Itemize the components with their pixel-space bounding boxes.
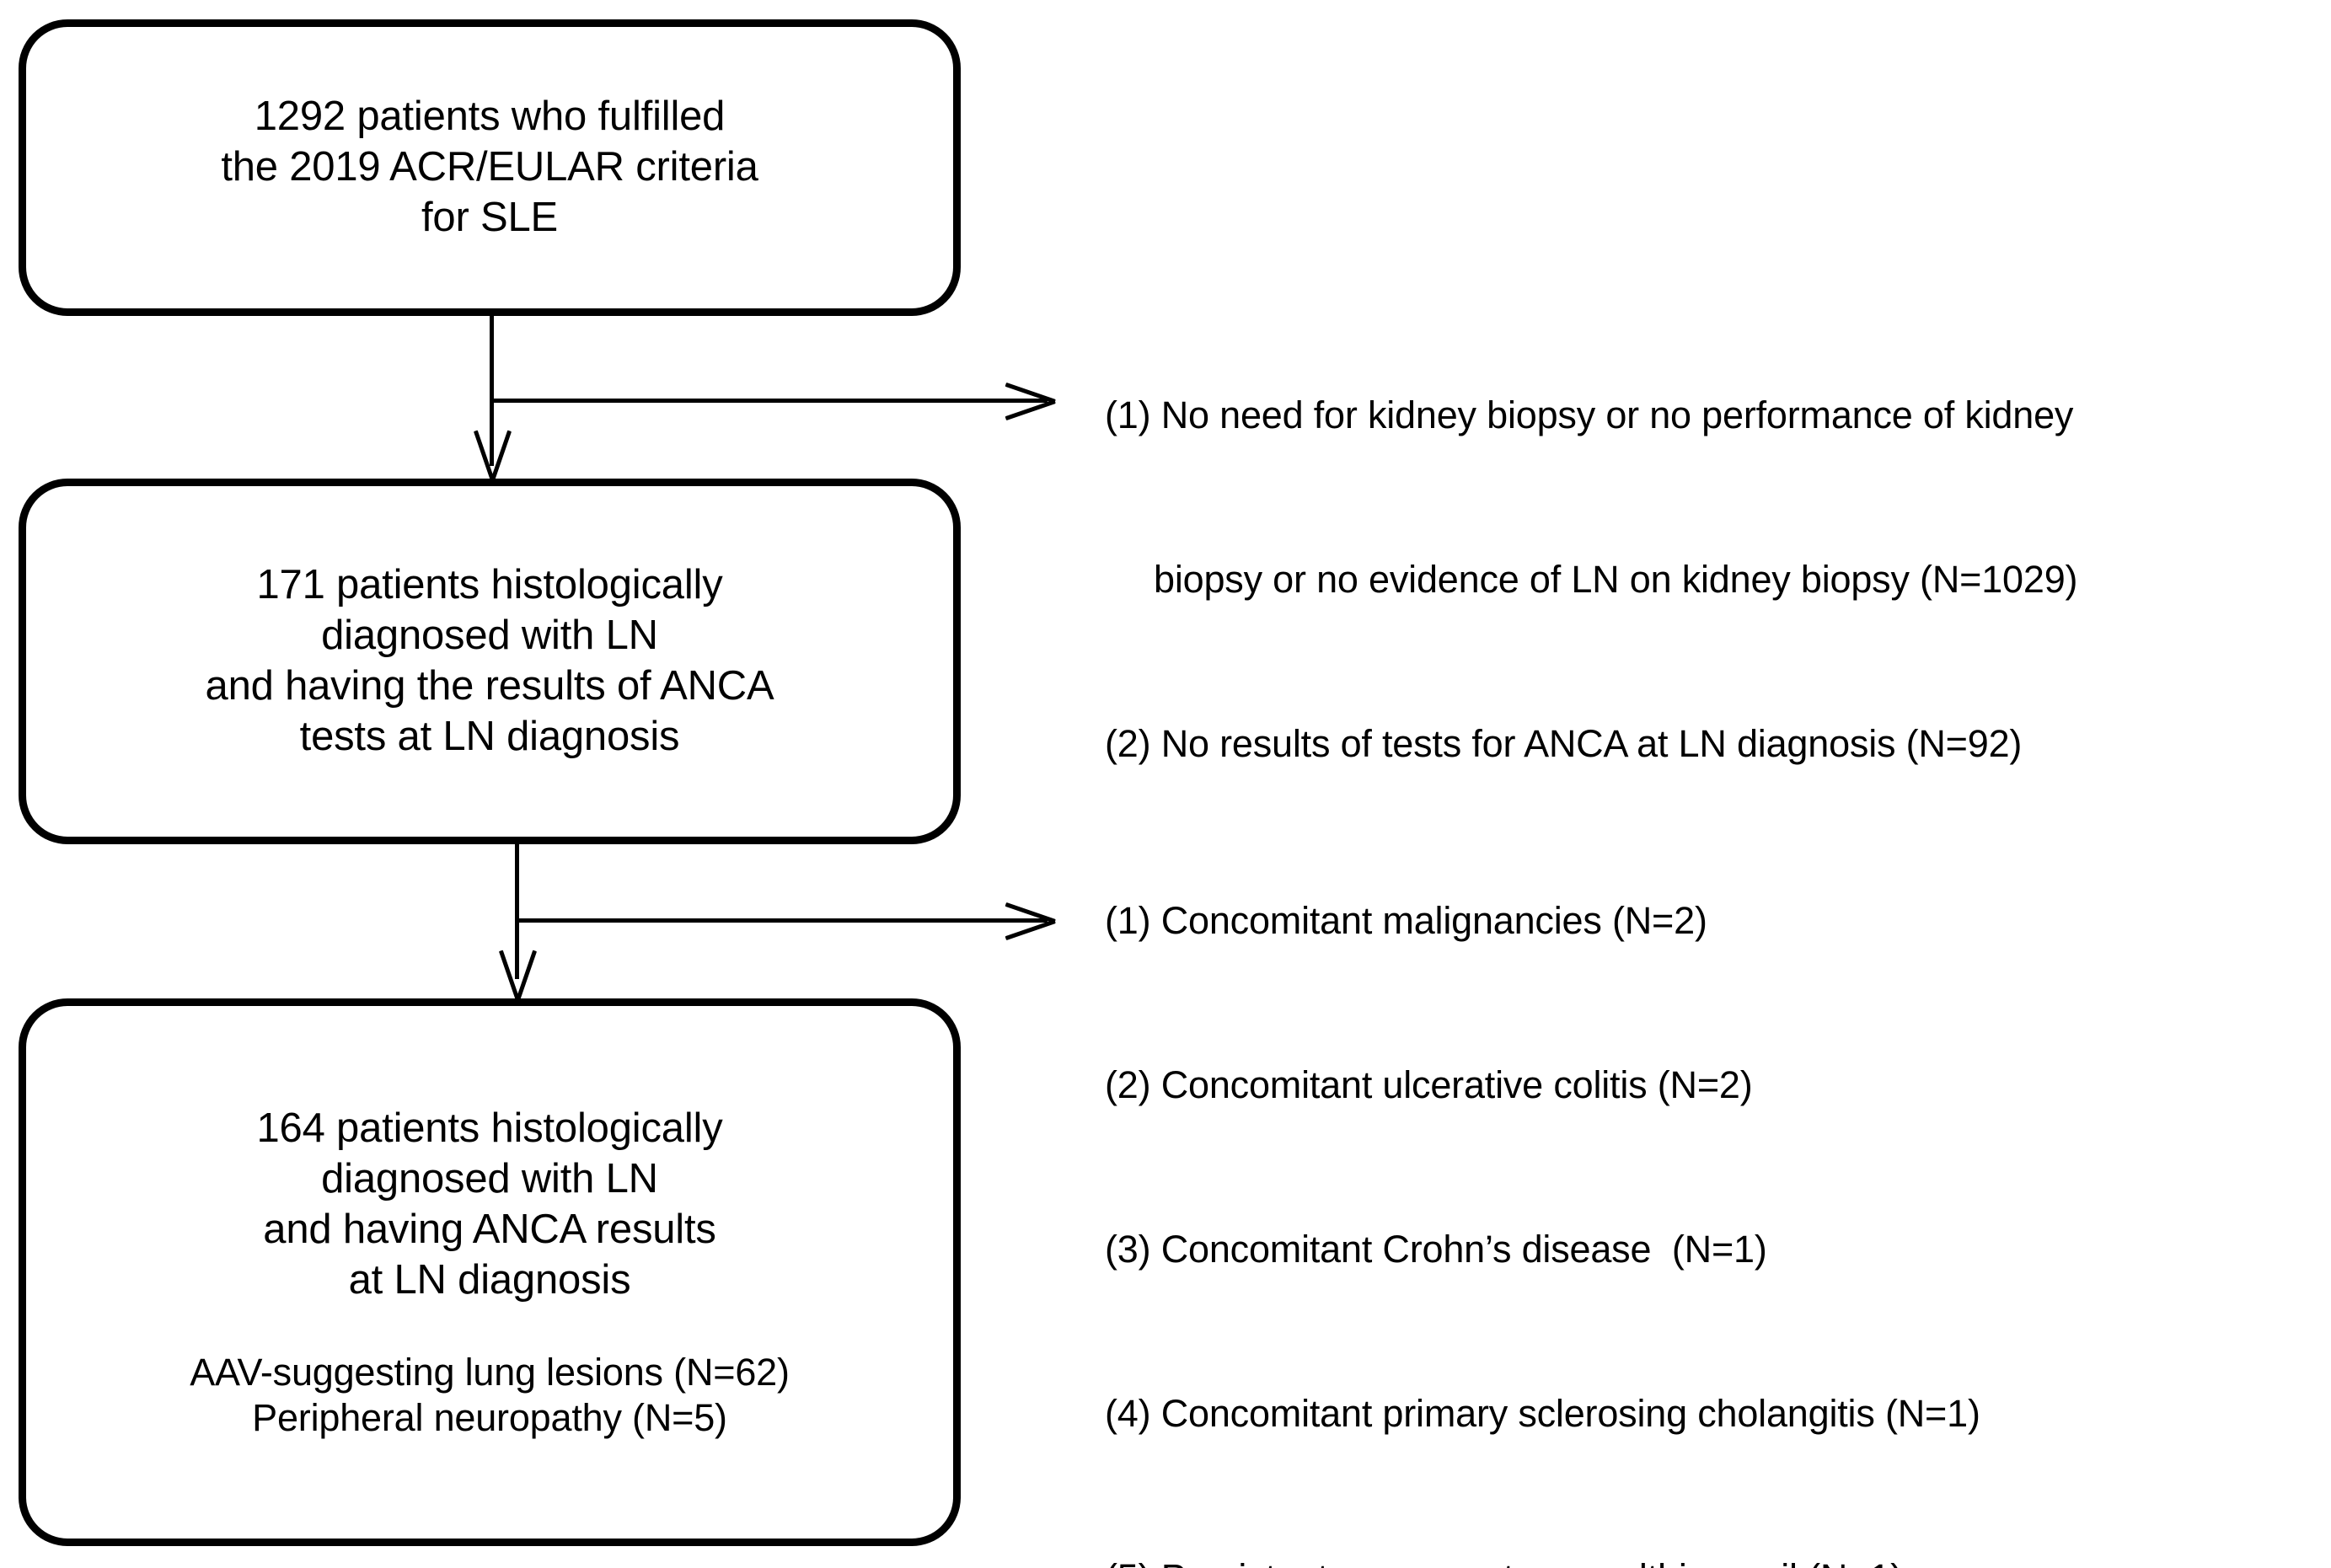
- cohort-box-ln-171: 171 patients histologically diagnosed wi…: [19, 479, 961, 844]
- box-text-line: 164 patients histologically: [256, 1105, 723, 1152]
- connector-horizontal-branch: [491, 399, 1048, 403]
- cohort-box-ln-164-text: 164 patients histologically diagnosed wi…: [256, 1104, 722, 1305]
- exclusion-item: (1) No need for kidney biopsy or no perf…: [1105, 393, 2074, 436]
- box-text-line: the 2019 ACR/EULAR criteria: [221, 144, 758, 190]
- exclusion-list-first: (1) No need for kidney biopsy or no perf…: [1105, 278, 2078, 880]
- box-text-line: and having the results of ANCA: [205, 663, 774, 709]
- box-text-line: diagnosed with LN: [321, 1156, 658, 1202]
- connector-horizontal-branch: [517, 918, 1048, 923]
- box-text-line: 1292 patients who fulfilled: [254, 94, 726, 140]
- exclusion-list-second: (1) Concomitant malignancies (N=2) (2) C…: [1105, 784, 1980, 1568]
- exclusion-item: (1) Concomitant malignancies (N=2): [1105, 899, 1707, 942]
- box-text-line: for SLE: [421, 194, 558, 240]
- connector-vertical-stem: [515, 844, 519, 979]
- cohort-box-ln-164: 164 patients histologically diagnosed wi…: [19, 998, 961, 1546]
- exclusion-item-continuation: biopsy or no evidence of LN on kidney bi…: [1154, 558, 2078, 601]
- box-text-line: diagnosed with LN: [321, 613, 658, 659]
- box-text-line: 171 patients histologically: [256, 562, 723, 608]
- exclusion-item: (2) No results of tests for ANCA at LN d…: [1105, 722, 2023, 765]
- cohort-box-sle: 1292 patients who fulfilled the 2019 ACR…: [19, 19, 961, 316]
- box-subtext-line: AAV-suggesting lung lesions (N=62): [190, 1350, 790, 1394]
- box-text-line: tests at LN diagnosis: [299, 713, 680, 759]
- box-subtext-line: Peripheral neuropathy (N=5): [252, 1395, 727, 1439]
- exclusion-item: (3) Concomitant Crohn’s disease (N=1): [1105, 1228, 1767, 1271]
- box-text-line: and having ANCA results: [263, 1207, 716, 1252]
- connector-vertical-stem: [490, 316, 494, 466]
- exclusion-item: (2) Concomitant ulcerative colitis (N=2): [1105, 1063, 1753, 1106]
- exclusion-item: (5) Persistent exposure to propylthioura…: [1105, 1550, 1980, 1568]
- box-text-line: at LN diagnosis: [348, 1256, 631, 1303]
- cohort-box-ln-164-subtext: AAV-suggesting lung lesions (N=62) Perip…: [190, 1350, 790, 1441]
- cohort-box-ln-171-text: 171 patients histologically diagnosed wi…: [206, 560, 774, 762]
- cohort-box-sle-text: 1292 patients who fulfilled the 2019 ACR…: [221, 92, 758, 243]
- exclusion-item: (4) Concomitant primary sclerosing chola…: [1105, 1392, 1980, 1435]
